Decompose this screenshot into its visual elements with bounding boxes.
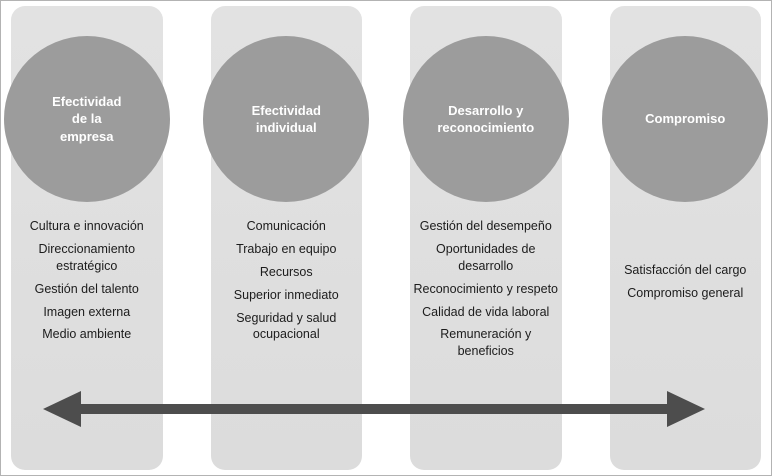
list-item: Seguridad y salud ocupacional <box>236 310 337 342</box>
column-circle: Compromiso <box>602 36 769 202</box>
column-title: Desarrollo y reconocimiento <box>437 102 535 135</box>
column-title: Compromiso <box>645 111 726 127</box>
list-item: Remuneración y beneficios <box>440 327 532 359</box>
diagram-column: Desarrollo y reconocimiento Gestión del … <box>402 6 569 470</box>
list-item: Recursos <box>259 264 313 279</box>
arrow-shaft <box>77 404 671 414</box>
column-title: Efectividad individual <box>251 102 321 135</box>
list-item: Direccionamiento estratégico <box>38 241 136 273</box>
list-item: Medio ambiente <box>42 327 132 342</box>
list-item: Calidad de vida laboral <box>422 304 550 319</box>
arrow-right-head-icon <box>667 391 705 427</box>
list-item: Gestión del talento <box>34 281 139 296</box>
list-item: Oportunidades de desarrollo <box>436 241 536 273</box>
diagram-column: Efectividad de la empresa Cultura e inno… <box>3 6 170 470</box>
list-item: Gestión del desempeño <box>419 219 552 233</box>
list-item: Cultura e innovación <box>29 219 144 233</box>
bidirectional-arrow <box>43 391 705 427</box>
list-item: Trabajo en equipo <box>236 241 337 256</box>
list-item: Imagen externa <box>43 304 131 319</box>
column-circle: Desarrollo y reconocimiento <box>402 36 569 202</box>
arrow-left-head-icon <box>43 391 81 427</box>
list-item: Reconocimiento y respeto <box>413 281 559 296</box>
list-item: Satisfacción del cargo <box>624 263 747 277</box>
column-title: Efectividad de la empresa <box>52 94 122 144</box>
list-item: Comunicación <box>246 219 326 233</box>
column-circle: Efectividad de la empresa <box>3 36 170 202</box>
column-circle: Efectividad individual <box>203 36 370 202</box>
list-item: Compromiso general <box>627 285 744 300</box>
list-item: Superior inmediato <box>233 287 339 302</box>
